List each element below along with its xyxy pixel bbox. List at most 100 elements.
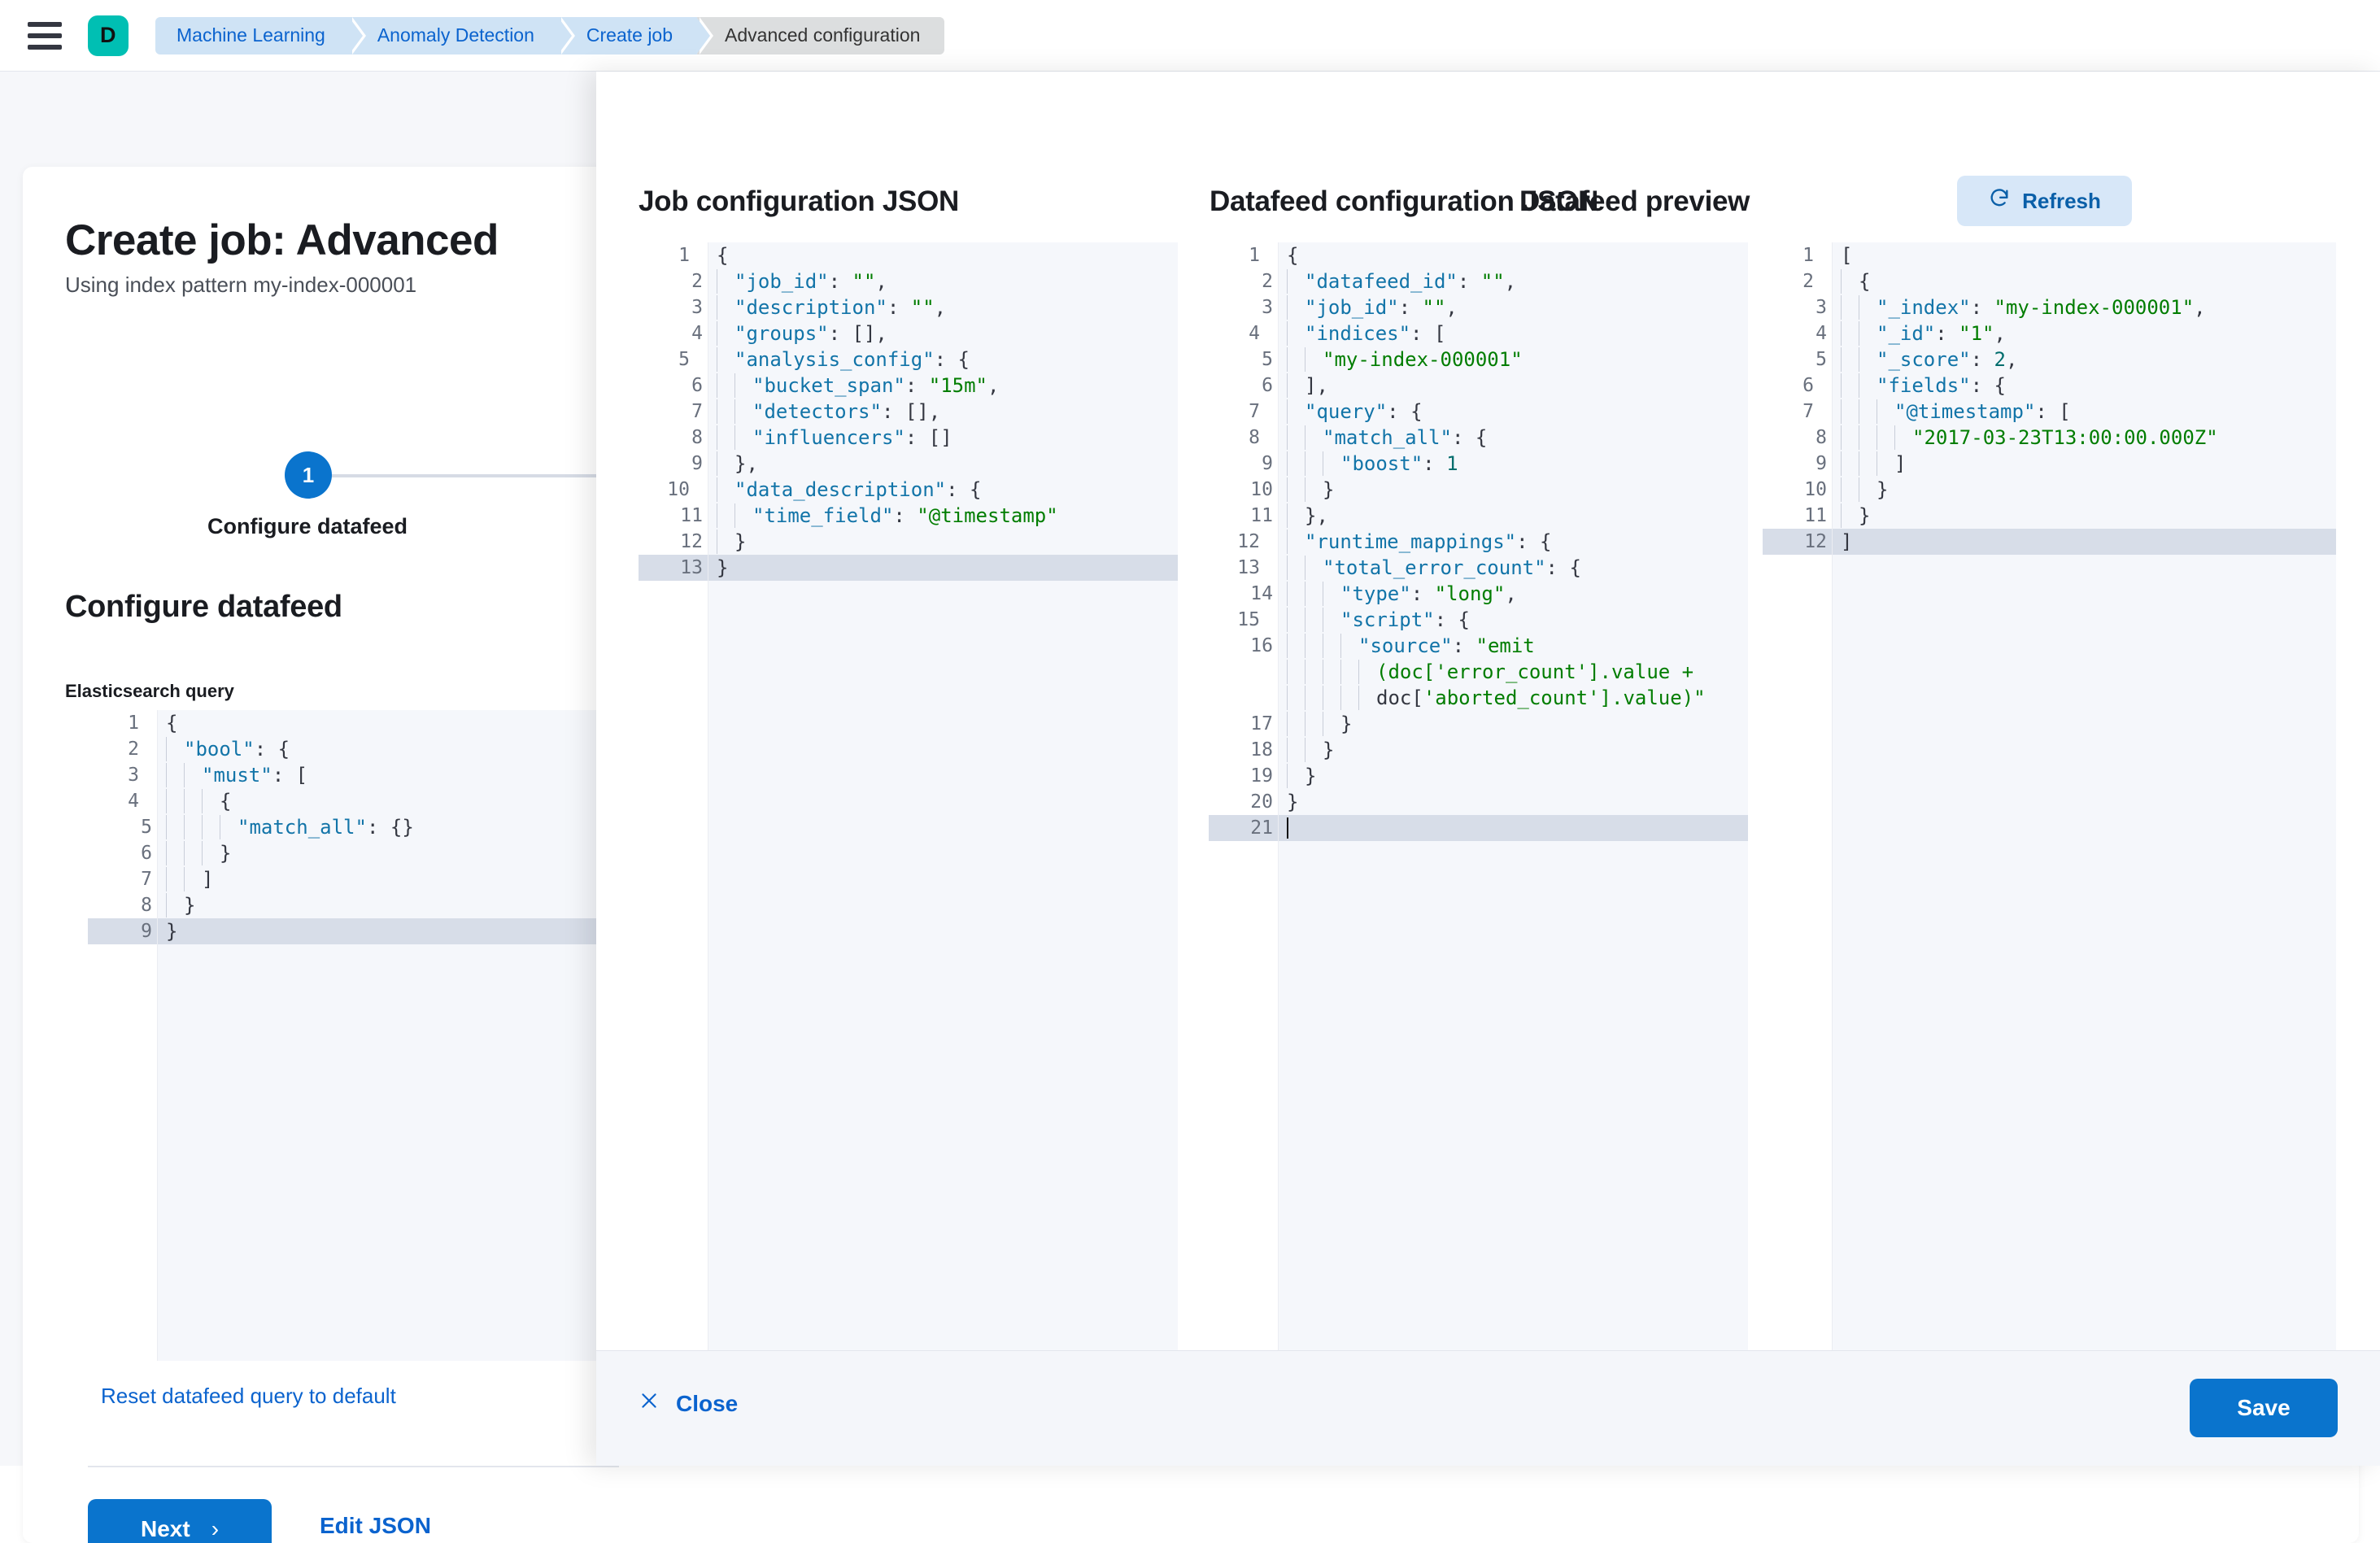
editor-line-number: 7 [691, 401, 703, 422]
editor-code-line[interactable]: "job_id": "", [1279, 294, 1748, 320]
editor-code-line[interactable]: ], [1279, 373, 1748, 399]
editor-code-line[interactable]: } [708, 529, 1178, 555]
editor-code-line[interactable]: "description": "", [708, 294, 1178, 320]
editor-code-area[interactable]: {"datafeed_id": "","job_id": "","indices… [1279, 242, 1748, 1422]
editor-code-line[interactable]: "source": "emit [1279, 633, 1748, 659]
editor-code-line[interactable]: } [1279, 711, 1748, 737]
editor-code-line[interactable]: { [166, 712, 178, 734]
editor-line-number: 2 [88, 736, 168, 762]
editor-code-line[interactable]: "match_all": {} [158, 814, 619, 840]
editor-code-area[interactable]: {"bool": {"must": [{"match_all": {}}]}} [158, 710, 619, 1361]
editor-code-line[interactable]: ] [1833, 529, 2336, 555]
editor-code-area[interactable]: [{"_index": "my-index-000001","_id": "1"… [1833, 242, 2336, 1422]
stepper-step-1[interactable]: 1 [285, 451, 332, 499]
editor-line-number: 20 [1250, 791, 1273, 813]
editor-line-number: 11 [1804, 505, 1827, 526]
avatar[interactable]: D [88, 15, 129, 56]
editor-line-number: 6 [141, 843, 152, 864]
edit-json-button[interactable]: Edit JSON [320, 1513, 431, 1538]
stepper-step-1-label: Configure datafeed [207, 514, 408, 538]
editor-code-line[interactable]: "indices": [ [1279, 320, 1748, 347]
editor-code-line[interactable]: "_id": "1", [1833, 320, 2336, 347]
editor-code-line[interactable]: "time_field": "@timestamp" [708, 503, 1178, 529]
editor-code-line[interactable]: } [1287, 791, 1299, 813]
editor-code-line[interactable]: } [1279, 763, 1748, 789]
editor-code-line[interactable]: "datafeed_id": "", [1279, 268, 1748, 294]
editor-code-line[interactable]: }, [1279, 503, 1748, 529]
hamburger-icon[interactable] [28, 21, 62, 50]
editor-code-line[interactable]: (doc['error_count'].value + [1279, 659, 1748, 685]
save-button[interactable]: Save [2190, 1379, 2338, 1437]
editor-code-line[interactable]: } [1279, 737, 1748, 763]
editor-line-number: 21 [1209, 815, 1278, 841]
editor-line-number: 15 [1209, 607, 1289, 633]
editor-line-number: 3 [88, 762, 168, 788]
editor-code-line[interactable]: "job_id": "", [708, 268, 1178, 294]
editor-code-line[interactable]: "detectors": [], [708, 399, 1178, 425]
editor-line-number: 4 [1816, 323, 1827, 344]
editor-code-line[interactable]: "match_all": { [1279, 425, 1748, 451]
breadcrumb-item-advanced-configuration[interactable]: Advanced configuration [697, 16, 945, 54]
editor-code-line[interactable]: } [1833, 477, 2336, 503]
editor-code-line[interactable]: "script": { [1279, 607, 1748, 633]
editor-code-line[interactable]: "2017-03-23T13:00:00.000Z" [1833, 425, 2336, 451]
reset-datafeed-query-link[interactable]: Reset datafeed query to default [101, 1384, 396, 1408]
editor-code-line[interactable]: { [717, 244, 729, 267]
editor-code-line[interactable]: { [158, 788, 619, 814]
editor-code-line[interactable]: { [1833, 268, 2336, 294]
editor-line-number [1209, 685, 1278, 711]
editor-code-line[interactable] [1279, 815, 1748, 841]
next-button[interactable]: Next › [88, 1499, 272, 1543]
editor-code-line[interactable]: "_index": "my-index-000001", [1833, 294, 2336, 320]
editor-code-line[interactable]: "_score": 2, [1833, 347, 2336, 373]
editor-code-line[interactable]: "bool": { [158, 736, 619, 762]
editor-code-line[interactable]: ] [1833, 451, 2336, 477]
editor-code-line[interactable]: "groups": [], [708, 320, 1178, 347]
editor-code-line[interactable]: "fields": { [1833, 373, 2336, 399]
editor-code-line[interactable]: "bucket_span": "15m", [708, 373, 1178, 399]
editor-code-line[interactable]: "runtime_mappings": { [1279, 529, 1748, 555]
editor-code-line[interactable]: } [158, 918, 619, 944]
breadcrumb-item-machine-learning[interactable]: Machine Learning [155, 16, 366, 54]
editor-code-line[interactable]: "type": "long", [1279, 581, 1748, 607]
editor-code-line[interactable]: } [708, 555, 1178, 581]
editor-code-line[interactable]: } [158, 892, 619, 918]
editor-code-line[interactable]: "must": [ [158, 762, 619, 788]
editor-code-line[interactable]: } [1833, 503, 2336, 529]
editor-line-number: 2 [691, 271, 703, 292]
editor-line-number: 7 [1763, 399, 1843, 425]
editor-code-line[interactable]: } [1279, 477, 1748, 503]
editor-line-number: 7 [1209, 399, 1289, 425]
breadcrumb-item-create-job[interactable]: Create job [558, 16, 714, 54]
editor-code-line[interactable]: { [1287, 244, 1299, 267]
hamburger-bar [28, 44, 62, 50]
editor-code-line[interactable]: ] [158, 866, 619, 892]
breadcrumb-item-anomaly-detection[interactable]: Anomaly Detection [349, 16, 575, 54]
job-configuration-panel-title: Job configuration JSON [639, 185, 959, 217]
close-button[interactable]: Close [639, 1390, 738, 1417]
editor-code-line[interactable]: "query": { [1279, 399, 1748, 425]
refresh-button[interactable]: Refresh [1957, 176, 2132, 226]
editor-code-line[interactable]: } [158, 840, 619, 866]
editor-code-line[interactable]: "data_description": { [708, 477, 1178, 503]
editor-code-line[interactable]: "total_error_count": { [1279, 555, 1748, 581]
editor-code-line[interactable]: "analysis_config": { [708, 347, 1178, 373]
editor-code-line[interactable]: }, [708, 451, 1178, 477]
editor-code-line[interactable]: [ [1841, 244, 1853, 267]
editor-code-area[interactable]: {"job_id": "","description": "","groups"… [708, 242, 1178, 1422]
editor-line-number: 14 [1250, 583, 1273, 604]
editor-code-line[interactable]: "@timestamp": [ [1833, 399, 2336, 425]
editor-code-line[interactable]: "my-index-000001" [1279, 347, 1748, 373]
editor-code-line[interactable]: "influencers": [] [708, 425, 1178, 451]
editor-code-line[interactable]: "boost": 1 [1279, 451, 1748, 477]
editor-line-number: 4 [1209, 320, 1289, 347]
